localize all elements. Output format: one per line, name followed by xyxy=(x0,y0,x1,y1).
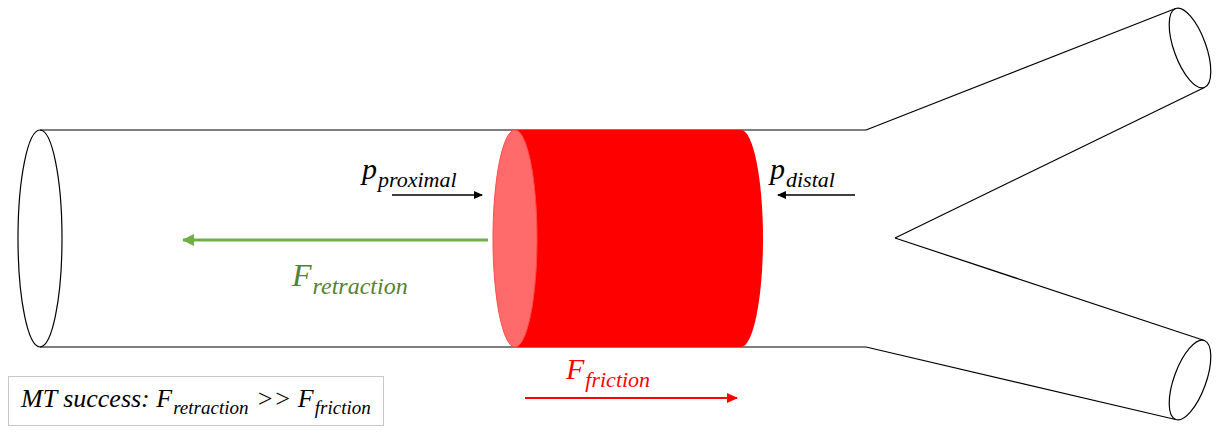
subscript: friction xyxy=(315,397,371,418)
math-label: Ffriction xyxy=(566,352,650,392)
pressure-arrow xyxy=(778,194,855,196)
symbol: F xyxy=(566,352,584,385)
vessel-outline xyxy=(18,3,1219,425)
force-arrow xyxy=(525,397,737,399)
subscript: retraction xyxy=(313,273,408,299)
subscript: distal xyxy=(786,167,835,192)
condition-text: MT success: F xyxy=(21,384,172,413)
math-label: pdistal xyxy=(770,152,835,192)
pressure-arrow xyxy=(392,194,482,196)
symbol: F xyxy=(292,257,312,293)
clot xyxy=(493,130,763,347)
symbol: p xyxy=(362,152,377,185)
condition-text: >> F xyxy=(256,384,313,413)
subscript: retraction xyxy=(173,397,248,418)
subscript: proximal xyxy=(378,167,457,192)
math-label: Fretraction xyxy=(292,258,408,300)
math-label: pproximal xyxy=(362,152,457,192)
condition-box: MT success: Fretraction >> Ffriction xyxy=(8,376,384,426)
subscript: friction xyxy=(585,367,650,392)
symbol: p xyxy=(770,152,785,185)
force-arrow xyxy=(183,239,488,242)
